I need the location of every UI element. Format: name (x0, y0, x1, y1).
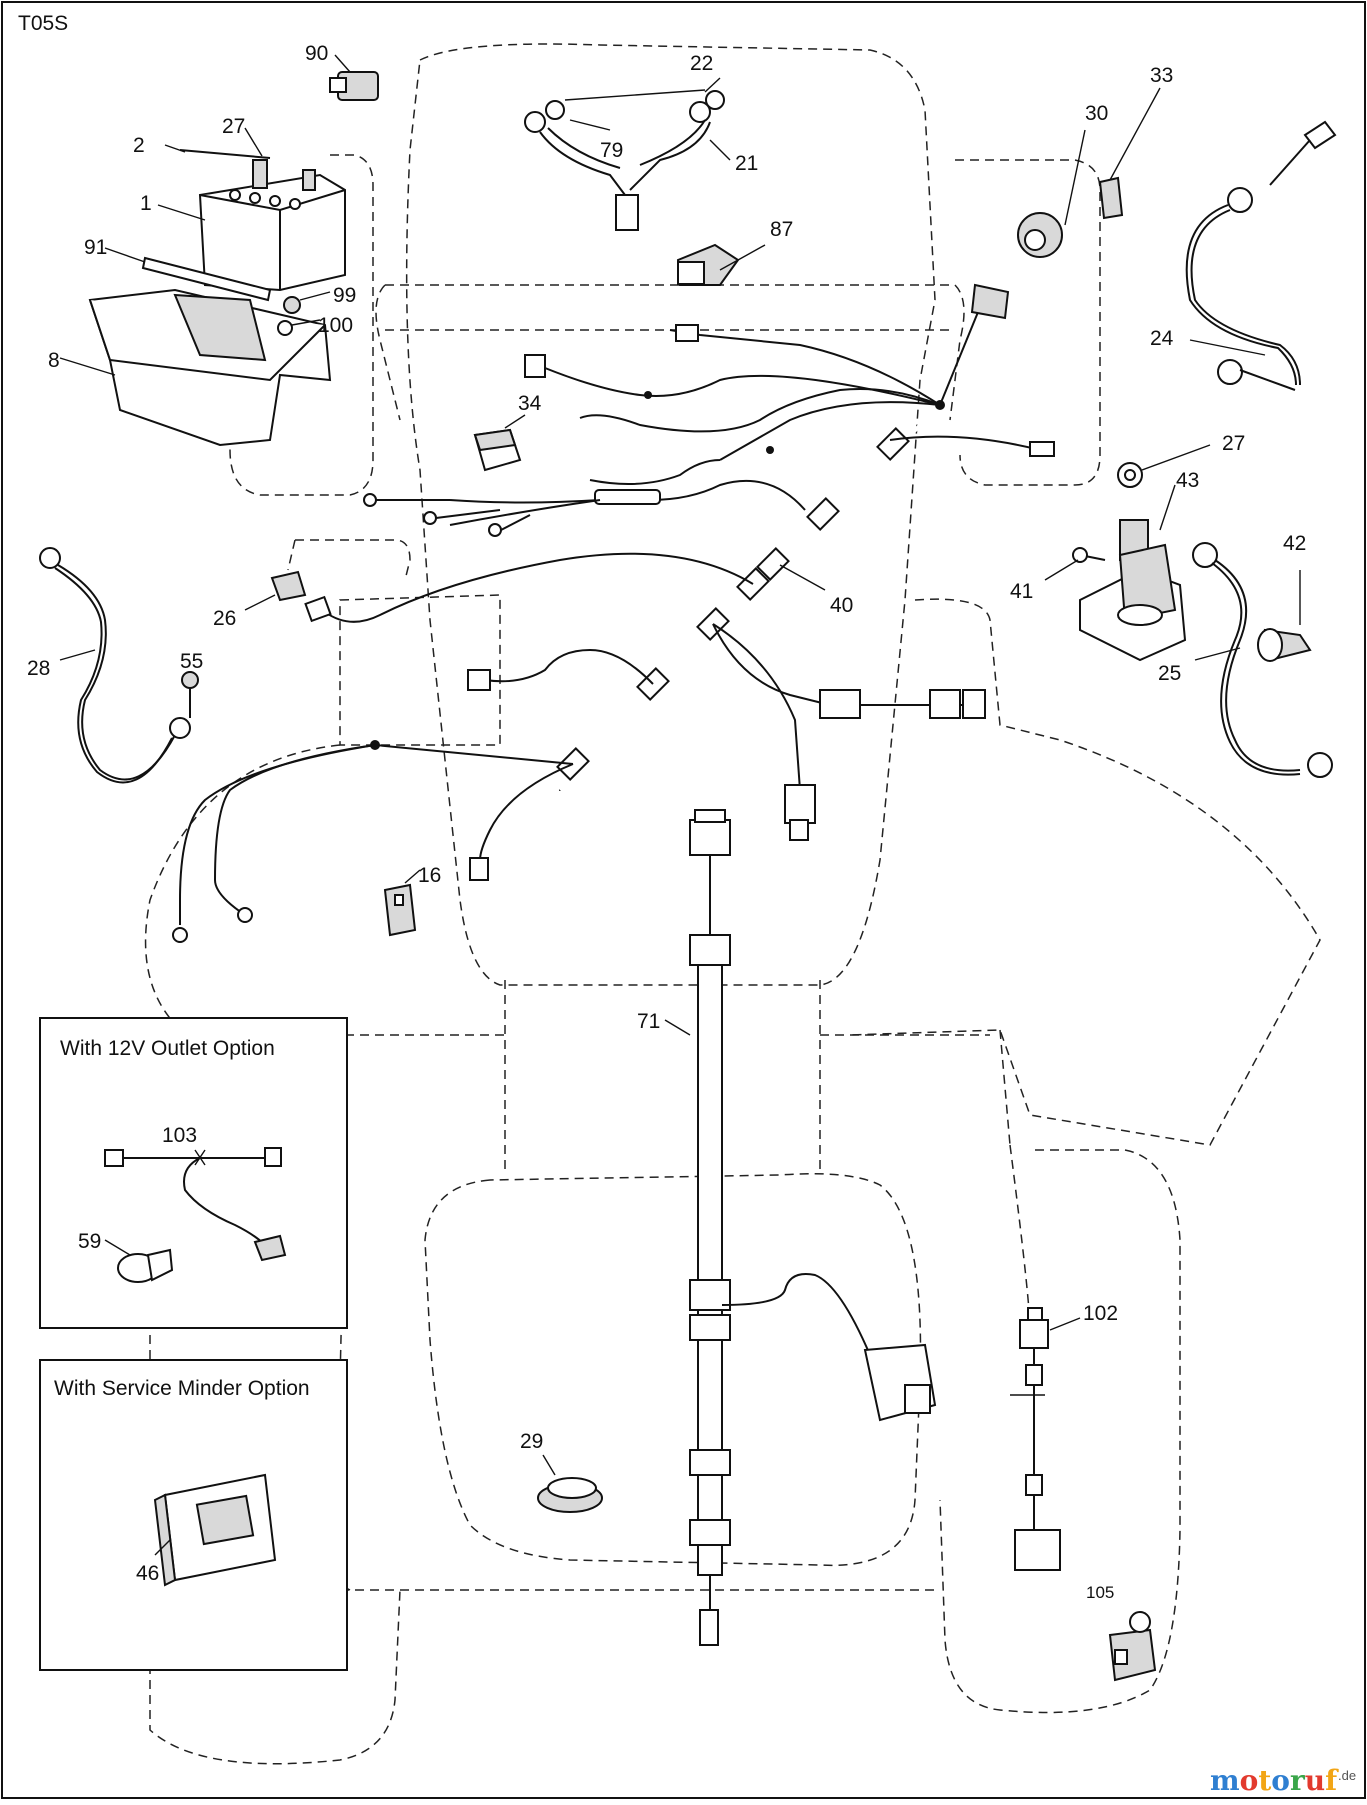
headlight-harness-part-79 (524, 77, 731, 231)
service-minder-option-box (39, 1359, 348, 1671)
callout-16: 16 (418, 864, 441, 887)
watermark-letter: r (1290, 1764, 1306, 1797)
bolt-part-55 (181, 671, 199, 718)
bolt-part-2 (164, 144, 271, 159)
callout-2: 2 (133, 134, 145, 157)
part-102 (1010, 1307, 1081, 1571)
watermark-letter: u (1305, 1764, 1325, 1797)
callout-71: 71 (637, 1010, 660, 1033)
screw-part-90 (329, 54, 379, 101)
boot-part-42 (1257, 570, 1312, 662)
outlet-option-box (39, 1017, 348, 1329)
callout-22: 22 (690, 52, 713, 75)
battery-cable-part-25 (1192, 542, 1333, 778)
fuse-part-26 (244, 570, 307, 611)
callout-28: 28 (27, 657, 50, 680)
watermark-letter: o (1271, 1764, 1290, 1797)
callout-21: 21 (735, 152, 758, 175)
battery-tray-part-8 (59, 288, 332, 447)
callout-8: 8 (48, 349, 60, 372)
watermark-letter: t (1258, 1764, 1271, 1797)
part-105 (1108, 1611, 1157, 1682)
callout-27b: 27 (1222, 432, 1245, 455)
callout-41: 41 (1010, 580, 1033, 603)
callout-59: 59 (78, 1230, 101, 1253)
switch-part-34 (473, 414, 526, 472)
callout-91: 91 (84, 236, 107, 259)
key-part-33 (1098, 87, 1161, 220)
callout-1: 1 (140, 192, 152, 215)
bolt-part-41 (1044, 547, 1106, 581)
watermark-letters: motoruf (1210, 1764, 1339, 1797)
callout-42: 42 (1283, 532, 1306, 555)
service-minder-option-title: With Service Minder Option (54, 1377, 310, 1400)
callout-33: 33 (1150, 64, 1173, 87)
callout-100: 100 (318, 314, 353, 337)
callout-79: 79 (600, 139, 623, 162)
watermark-letter: o (1240, 1764, 1259, 1797)
watermark: motoruf .de (1210, 1764, 1356, 1797)
callout-90: 90 (305, 42, 328, 65)
ground-cable-part-28 (39, 547, 191, 784)
relay-part-87 (676, 243, 766, 286)
callout-87: 87 (770, 218, 793, 241)
battery-part-1 (157, 159, 346, 292)
bolt-part-100 (277, 319, 321, 336)
callout-30: 30 (1085, 102, 1108, 125)
watermark-brand: motoruf (1210, 1764, 1339, 1797)
callout-34: 34 (518, 392, 542, 415)
outlet-option-title: With 12V Outlet Option (60, 1037, 275, 1060)
callout-24: 24 (1150, 327, 1174, 350)
callout-27a: 27 (222, 115, 245, 138)
strap-part-91 (104, 247, 272, 302)
solenoid-part-43 (1079, 484, 1187, 662)
nut-part-27b (1117, 444, 1211, 488)
callout-55: 55 (180, 650, 203, 673)
callout-102: 102 (1083, 1302, 1118, 1325)
callout-26: 26 (213, 607, 236, 630)
part-29 (537, 1454, 603, 1513)
main-harness-part-40 (172, 283, 1055, 943)
watermark-letter: m (1210, 1764, 1240, 1797)
callout-103: 103 (162, 1124, 197, 1147)
callout-105: 105 (1086, 1583, 1114, 1602)
watermark-letter: f (1325, 1764, 1339, 1797)
harness-part-71 (664, 809, 937, 1646)
leader-27a (244, 127, 263, 157)
ignition-switch-part-30 (1017, 129, 1086, 258)
connector-part-16 (383, 869, 421, 937)
callout-labels: T05S 90 2 27 1 91 99 100 8 22 79 21 87 3… (18, 12, 1306, 1602)
diagram-code-label: T05S (18, 12, 68, 35)
callout-46: 46 (136, 1562, 159, 1585)
callout-40: 40 (830, 594, 853, 617)
watermark-suffix: .de (1338, 1768, 1356, 1783)
battery-cable-part-24 (1185, 120, 1337, 391)
callout-25: 25 (1158, 662, 1181, 685)
callout-29: 29 (520, 1430, 543, 1453)
nut-part-99 (283, 291, 331, 314)
callout-43: 43 (1176, 469, 1199, 492)
callout-99: 99 (333, 284, 356, 307)
